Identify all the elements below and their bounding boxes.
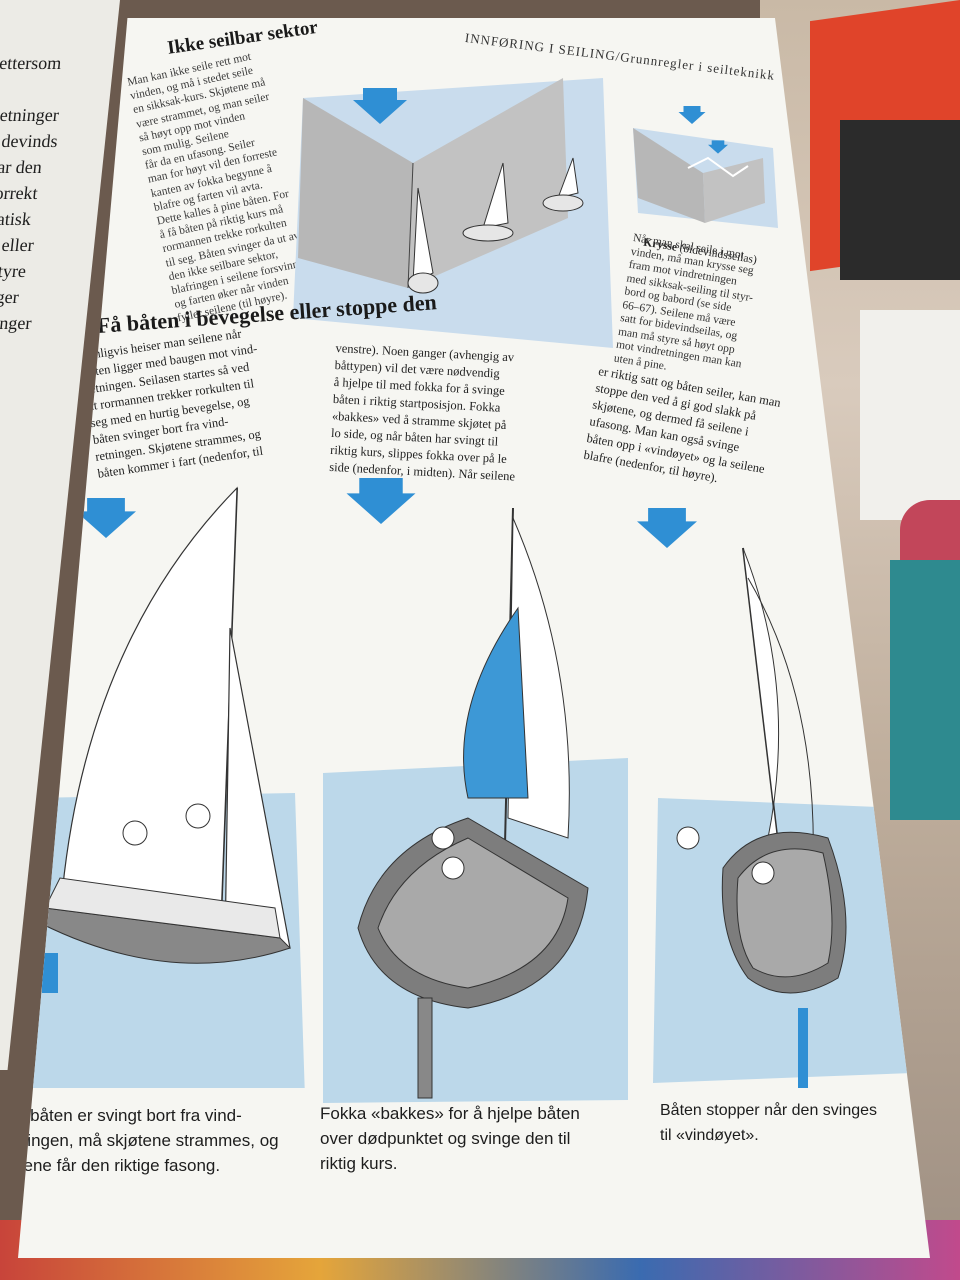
- background-book-white: [860, 310, 960, 520]
- boat-illustration-right: [653, 547, 913, 1088]
- wind-arrow-icon-5: [346, 478, 416, 524]
- wind-arrow-icon-3: [708, 140, 728, 154]
- wind-arrow-icon-4: [76, 498, 136, 538]
- book-page: INNFØRING I SEILING/Grunnregler i seilte…: [18, 18, 930, 1258]
- top-wind-diagram: [293, 78, 613, 348]
- boat-illustration-left: [20, 486, 305, 1088]
- tacking-diagram: [633, 128, 778, 228]
- background-book-dark: [840, 120, 960, 280]
- wind-arrow-icon-2: [678, 106, 706, 124]
- paragraph-motion-col2: venstre). Noen ganger (avhengig av båtty…: [328, 340, 516, 484]
- caption-middle: Fokka «bakkes» for å hjelpe båten over d…: [320, 1104, 580, 1173]
- caption-left: Når båten er svingt bort fra vind- retni…: [0, 1106, 279, 1175]
- sidebar-tacking-text: Når man skal seile i mot vinden, må man …: [613, 232, 755, 373]
- wind-arrow-icon-6: [637, 508, 697, 548]
- wind-arrow-icon-1: [353, 88, 407, 124]
- boat-illustration-middle: [323, 507, 628, 1103]
- left-page-text: ettersom retninger r devinds har den kor…: [0, 53, 63, 359]
- caption-right: Båten stopper når den svinges til «vindø…: [660, 1102, 878, 1144]
- paragraph-motion-col1: Vanligvis heiser man seilene når båten l…: [80, 326, 264, 481]
- background-book-teal: [890, 560, 960, 820]
- paragraph-motion-col3: er riktig satt og båten seiler, kan man …: [582, 363, 782, 486]
